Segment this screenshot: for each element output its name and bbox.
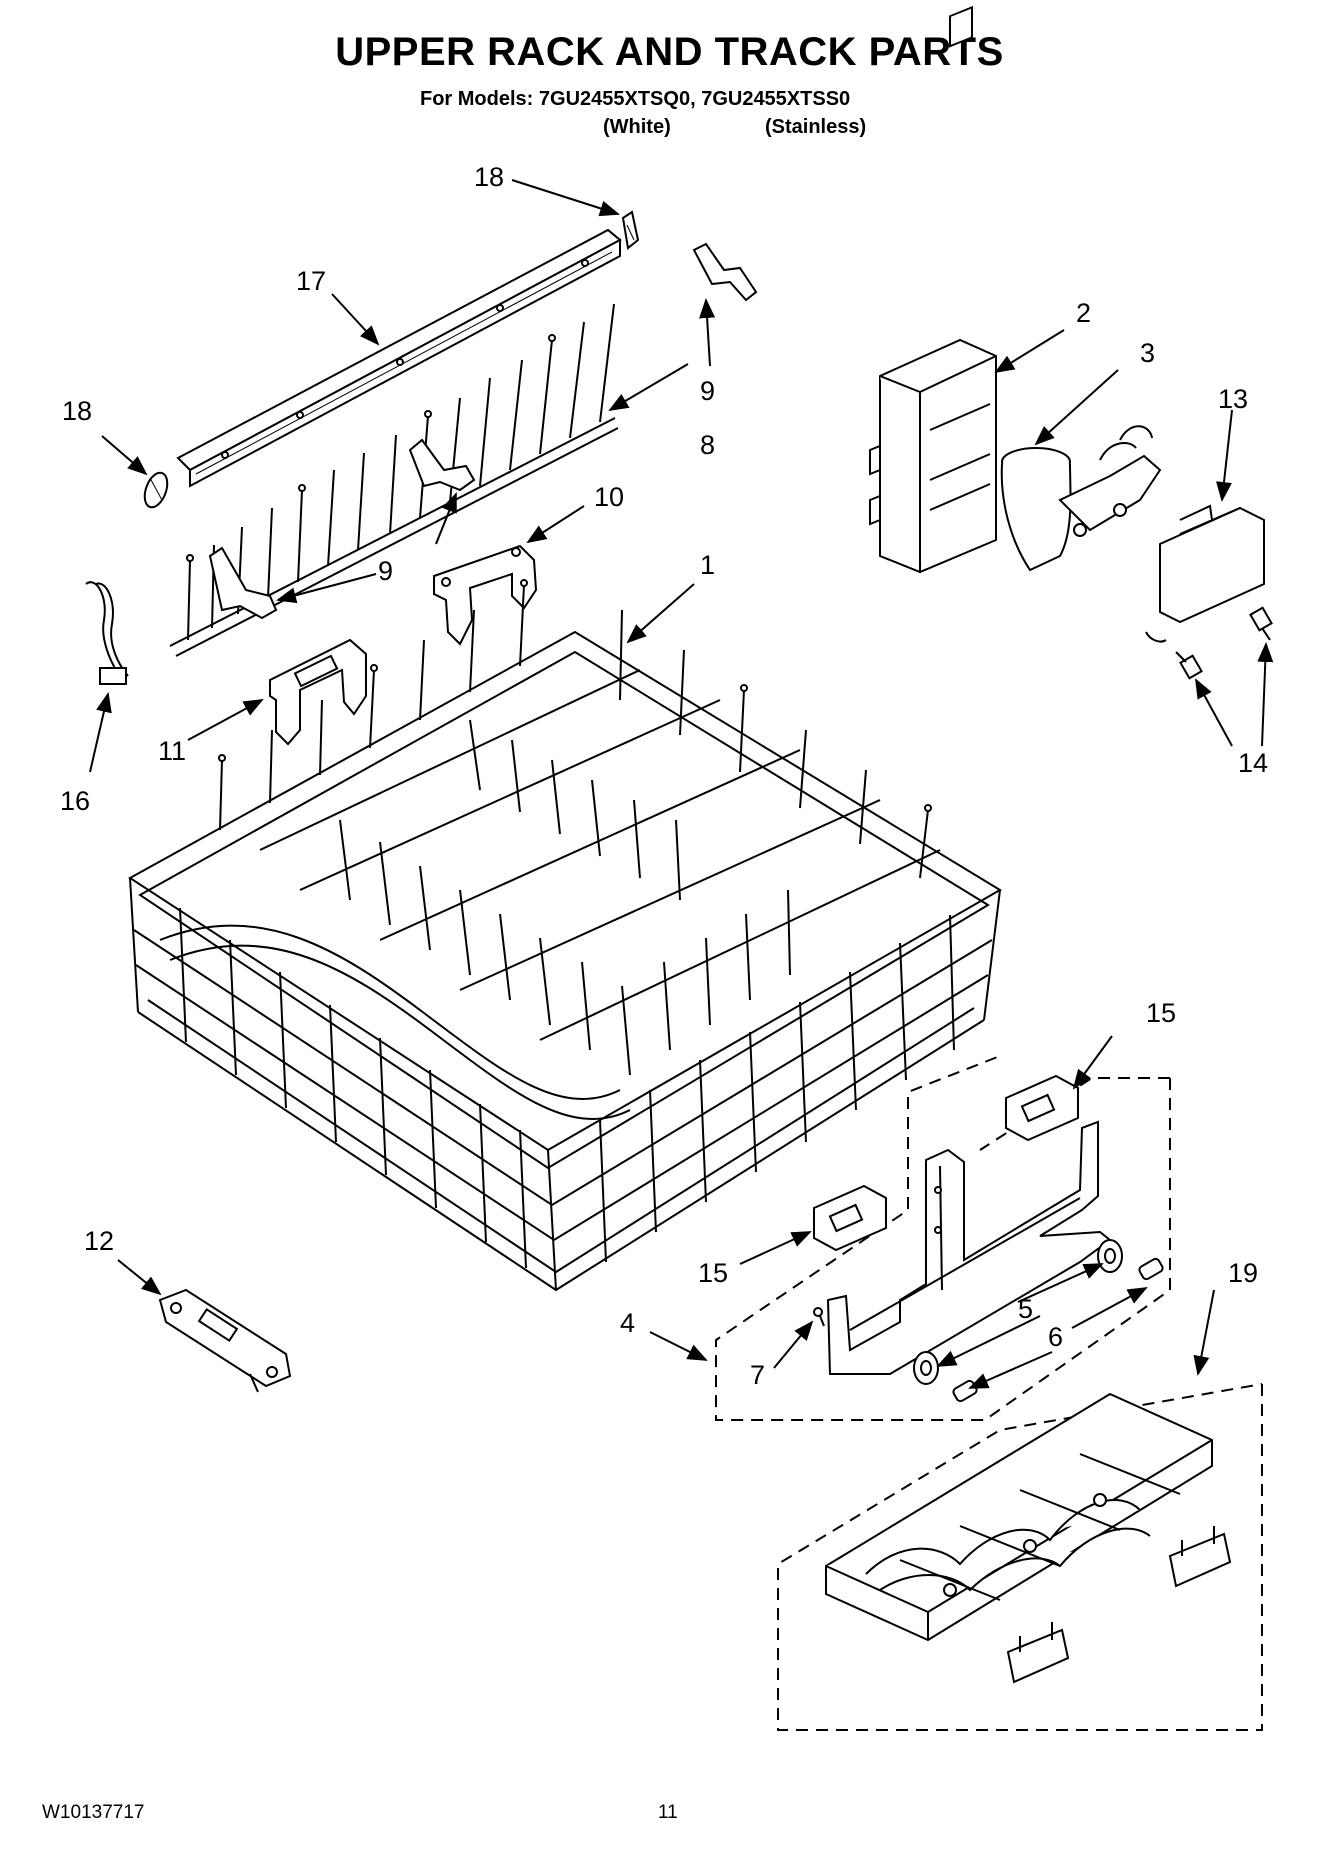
callout-15-lower: 15 <box>698 1258 728 1288</box>
callout-1: 1 <box>700 550 715 580</box>
callout-3: 3 <box>1140 338 1155 368</box>
doc-number: W10137717 <box>42 1802 145 1823</box>
callout-18-left: 18 <box>62 396 92 426</box>
callout-9-mid: 9 <box>378 556 393 586</box>
page-number: 11 <box>658 1802 678 1823</box>
callout-5: 5 <box>1018 1294 1033 1324</box>
part-14-screws <box>1175 606 1273 680</box>
part-12-stop <box>158 1288 292 1393</box>
callout-4: 4 <box>620 1308 635 1338</box>
models-line: For Models: 7GU2455XTSQ0, 7GU2455XTSS0 <box>420 88 851 110</box>
leader-lines <box>89 179 1274 1389</box>
part-19-clip-lower <box>1006 1622 1070 1684</box>
part-9-clip-mid <box>408 438 476 492</box>
part-13-cover <box>1145 504 1265 643</box>
part-15-stop-upper <box>1005 1074 1079 1142</box>
callout-8: 8 <box>700 430 715 460</box>
part-11-bracket <box>269 638 367 746</box>
part-15-stop-lower <box>813 1184 887 1252</box>
variant-stainless: (Stainless) <box>765 116 867 138</box>
callout-12: 12 <box>84 1226 114 1256</box>
part-19-box <box>777 1383 1263 1731</box>
callout-10: 10 <box>594 482 624 512</box>
callout-13: 13 <box>1218 384 1248 414</box>
callout-2: 2 <box>1076 298 1091 328</box>
part-16-clip <box>85 581 129 685</box>
part-19-clip-right <box>1168 1526 1232 1588</box>
part-10-bracket <box>433 544 538 646</box>
part-9-clip-top <box>692 242 758 302</box>
callout-18-top: 18 <box>474 162 504 192</box>
page-title: UPPER RACK AND TRACK PARTS <box>335 30 1004 74</box>
part-18-clip-left <box>143 471 169 509</box>
callout-19: 19 <box>1228 1258 1258 1288</box>
part-19-tray <box>825 1392 1213 1642</box>
part-1-rack-basket <box>128 579 1002 1292</box>
part-4-track <box>826 1120 1112 1375</box>
part-18-clip-top <box>621 210 640 250</box>
part-2-adjuster-housing <box>869 5 997 574</box>
callout-15-upper: 15 <box>1146 998 1176 1028</box>
part-17-rail <box>176 228 622 488</box>
callout-9-top: 9 <box>700 376 715 406</box>
callout-11: 11 <box>158 736 186 766</box>
callout-7: 7 <box>750 1360 765 1390</box>
variant-white: (White) <box>603 116 671 138</box>
callout-16: 16 <box>60 786 90 816</box>
callout-14: 14 <box>1238 748 1268 778</box>
callout-6: 6 <box>1048 1322 1063 1352</box>
part-5-wheels <box>913 1239 1123 1385</box>
part-7-screw <box>813 1307 825 1327</box>
part-9-clip-low <box>208 546 278 620</box>
part-3-adjuster-handle <box>1000 425 1162 572</box>
callout-17: 17 <box>296 266 326 296</box>
